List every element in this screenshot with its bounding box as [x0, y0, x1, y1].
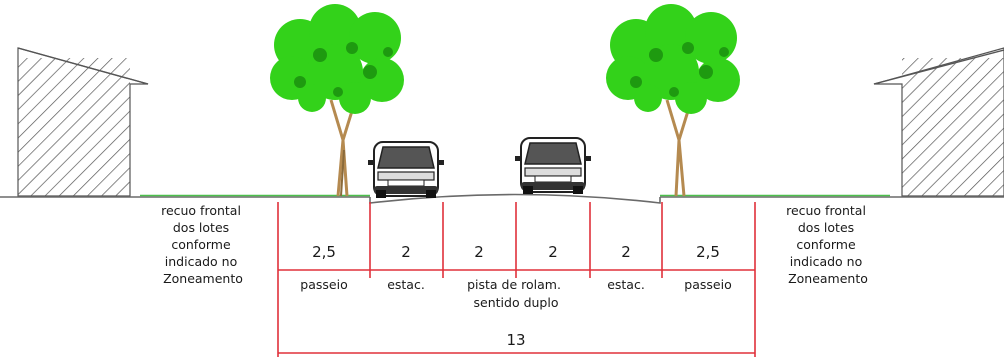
left-note-line: dos lotes [173, 220, 229, 235]
left-note-line: Zoneamento [163, 271, 243, 286]
right-setback-note: recuo frontal dos lotes conforme indicad… [786, 203, 870, 286]
left-note-line: conforme [171, 237, 231, 252]
segment-value-passeio-right: 2,5 [696, 243, 720, 261]
left-note-line: recuo frontal [161, 203, 241, 218]
segment-value-estac-right: 2 [621, 243, 631, 261]
segment-label-pista-line: sentido duplo [474, 295, 559, 310]
right-tree [606, 4, 740, 197]
right-note-line: recuo frontal [786, 203, 866, 218]
segment-value-estac-left: 2 [401, 243, 411, 261]
segment-label-estac-left: estac. [387, 277, 425, 292]
ground-profile [0, 193, 1004, 204]
segment-label-pista-line: pista de rolam. [467, 277, 561, 292]
segment-labels: passeio estac. pista de rolam. sentido d… [300, 277, 731, 310]
right-car [515, 137, 591, 194]
segment-value-pista-right: 2 [548, 243, 558, 261]
right-note-line: dos lotes [798, 220, 854, 235]
dimension-lines [277, 202, 756, 357]
left-tree [270, 4, 404, 197]
segment-label-passeio-left: passeio [300, 277, 347, 292]
left-car [368, 141, 444, 198]
segment-value-pista-left: 2 [474, 243, 484, 261]
segment-value-passeio-left: 2,5 [312, 243, 336, 261]
right-building [873, 47, 1004, 197]
segment-values: 2,5 2 2 2 2 2,5 [312, 243, 720, 261]
right-note-line: indicado no [790, 254, 862, 269]
right-note-line: Zoneamento [788, 271, 868, 286]
left-building [17, 47, 149, 197]
left-setback-note: recuo frontal dos lotes conforme indicad… [161, 203, 245, 286]
segment-label-pista: pista de rolam. sentido duplo [467, 277, 565, 310]
right-note-line: conforme [796, 237, 856, 252]
left-note-line: indicado no [165, 254, 237, 269]
segment-label-passeio-right: passeio [684, 277, 731, 292]
segment-label-estac-right: estac. [607, 277, 645, 292]
total-width: 13 [506, 331, 525, 349]
